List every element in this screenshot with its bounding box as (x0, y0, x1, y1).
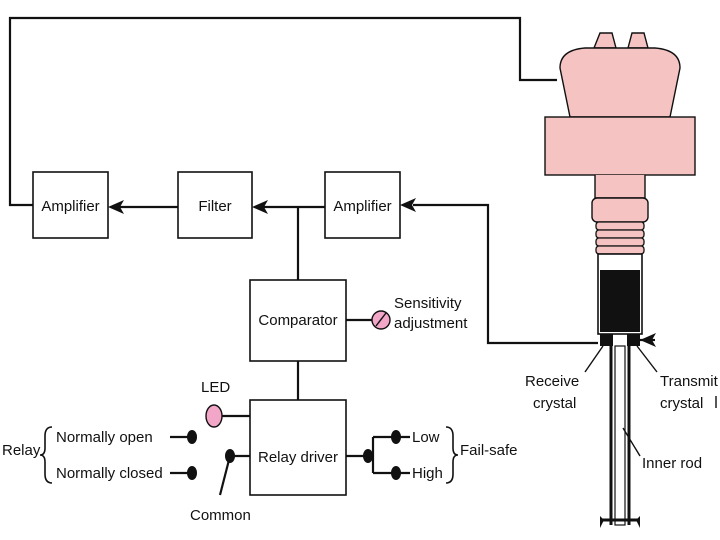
transmit-crystal-pointer (636, 345, 658, 373)
transmit-crystal-label-line1: Transmit (660, 373, 719, 390)
relay-driver-label: Relay driver (258, 449, 338, 466)
sensor-collar (591, 197, 649, 223)
high-label: High (412, 465, 443, 482)
receive-crystal-label-line2: crystal (533, 395, 576, 412)
high-terminal (391, 466, 401, 480)
sensitivity-knob-slash (375, 312, 387, 327)
led-label: LED (201, 379, 230, 396)
relay-brace (39, 426, 53, 484)
arrowhead-into-amp-left (108, 200, 124, 214)
signal-arrows (108, 198, 656, 347)
sensitivity-label-line1: Sensitivity (394, 295, 462, 312)
sensor-head (559, 47, 681, 118)
fail-safe-label: Fail-safe (460, 442, 518, 459)
sensitivity-adjustment: Sensitivity adjustment (371, 295, 468, 332)
relay-driver-block: Relay driver (249, 399, 347, 496)
led-indicator: LED (201, 379, 230, 428)
led-lamp (205, 404, 223, 428)
normally-open-terminal (187, 430, 197, 444)
arrowhead-into-filter (252, 200, 268, 214)
arrowhead-at-transmit (640, 333, 656, 347)
fail-safe-selector: Low High Fail-safe (363, 426, 518, 484)
amplifier-left-label: Amplifier (41, 198, 99, 215)
amplifier-right-label: Amplifier (333, 198, 391, 215)
inner-rod-label: Inner rod (642, 455, 702, 472)
normally-closed-label: Normally closed (56, 465, 163, 482)
filter-label: Filter (198, 198, 231, 215)
low-terminal (391, 430, 401, 444)
normally-open-label: Normally open (56, 429, 153, 446)
sensor-top-lug-right (627, 32, 649, 49)
filter-block: Filter (177, 171, 253, 239)
amplifier-right-block: Amplifier (324, 171, 401, 239)
sensor-threads (595, 221, 645, 255)
receive-crystal-label-line1: Receive (525, 373, 579, 390)
receive-crystal (600, 334, 613, 346)
fail-safe-terminal (363, 449, 373, 463)
wire-sensor-to-amp (413, 203, 598, 345)
sensor-neck (594, 175, 646, 199)
low-label: Low (412, 429, 440, 446)
transmit-crystal-label-line2: crystal (660, 395, 703, 412)
sensitivity-label-line2: adjustment (394, 315, 468, 332)
receive-crystal-pointer (584, 345, 604, 373)
comparator-label: Comparator (258, 312, 337, 329)
feedback-wire (8, 16, 557, 207)
fail-safe-brace (445, 426, 459, 484)
comparator-block: Comparator (249, 279, 347, 362)
relay-contacts: Relay Normally open Normally closed Comm… (2, 426, 251, 524)
inner-rod-pointer (622, 427, 641, 457)
transmit-crystal (627, 334, 640, 346)
relay-label: Relay (2, 442, 41, 459)
amplifier-left-block: Amplifier (32, 171, 109, 239)
probe-annotations: Receive crystal Transmit crystal Inner r… (525, 345, 719, 472)
sensor-probe (544, 32, 696, 528)
arrowhead-into-amp-right (400, 198, 416, 212)
sensor-top-lug-left (592, 32, 617, 49)
common-terminal (225, 449, 235, 463)
common-label: Common (190, 507, 251, 524)
inner-rod (614, 345, 626, 526)
normally-closed-terminal (187, 466, 197, 480)
sensor-flange (544, 116, 696, 176)
probe-fill (600, 270, 640, 332)
